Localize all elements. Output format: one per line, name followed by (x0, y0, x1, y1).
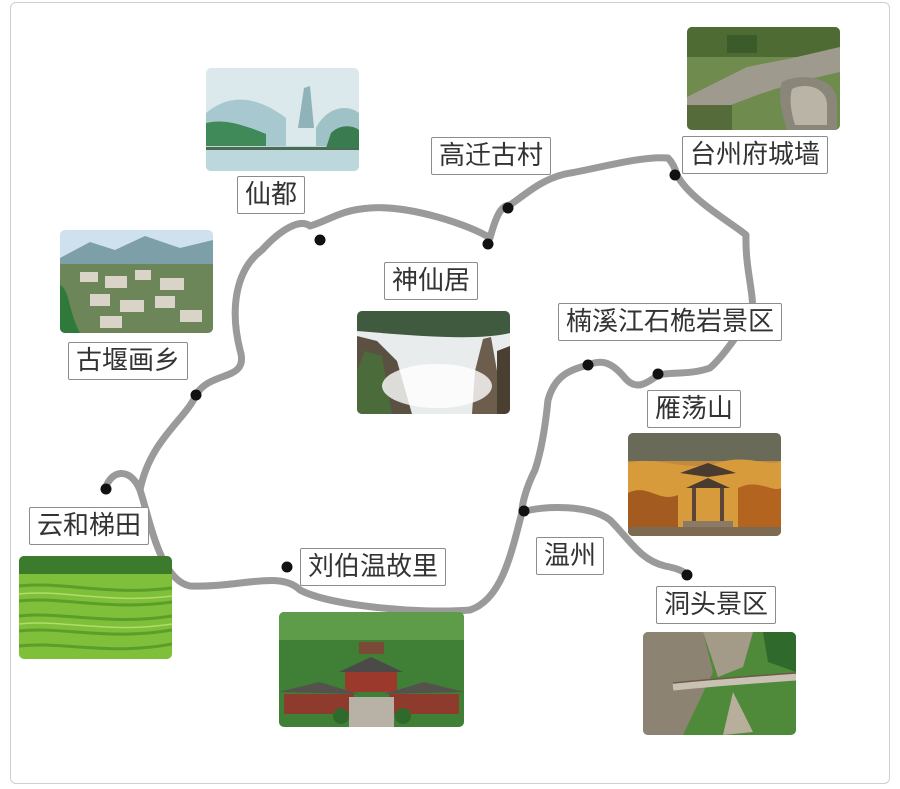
stop-dot-wenzhou[interactable] (518, 505, 530, 517)
stop-label-nanxijiang[interactable]: 楠溪江石桅岩景区 (558, 303, 783, 341)
stop-label-guyan[interactable]: 古堰画乡 (68, 342, 189, 380)
route-stop-dots (100, 169, 693, 581)
stop-dot-taizhou[interactable] (669, 169, 681, 181)
city-wall-photo (687, 27, 840, 130)
route-line (101, 154, 757, 615)
stop-label-xiandu[interactable]: 仙都 (237, 176, 306, 214)
stop-label-yunhe[interactable]: 云和梯田 (29, 507, 150, 545)
stop-label-gaoqian[interactable]: 高迁古村 (431, 137, 552, 175)
foggy-peak-river-photo (206, 68, 359, 171)
temple-complex-photo (279, 612, 464, 727)
terraced-fields-photo (19, 556, 172, 659)
stop-label-dongtou[interactable]: 洞头景区 (656, 586, 777, 624)
stop-label-shenxianju[interactable]: 神仙居 (384, 262, 479, 300)
stop-dot-dongtou[interactable] (681, 569, 693, 581)
stop-dot-shenxianju[interactable] (482, 238, 494, 250)
mountain-mist-photo (357, 311, 510, 414)
stop-dot-guyan[interactable] (190, 389, 202, 401)
stop-dot-xiandu[interactable] (314, 234, 326, 246)
stop-label-taizhou[interactable]: 台州府城墙 (682, 136, 829, 174)
stop-dot-nanxijiang[interactable] (582, 359, 594, 371)
pavilion-autumn-photo (628, 433, 781, 536)
stop-dot-yandangshan[interactable] (652, 368, 664, 380)
river-town-photo (60, 230, 213, 333)
cliff-walkway-photo (643, 632, 796, 735)
stop-label-wenzhou[interactable]: 温州 (536, 537, 605, 575)
stop-dot-gaoqian[interactable] (502, 202, 514, 214)
stop-dot-liubowen[interactable] (281, 561, 293, 573)
stop-label-liubowen[interactable]: 刘伯温故里 (300, 548, 447, 586)
stop-label-yandangshan[interactable]: 雁荡山 (647, 390, 742, 428)
stop-dot-yunhe[interactable] (100, 483, 112, 495)
